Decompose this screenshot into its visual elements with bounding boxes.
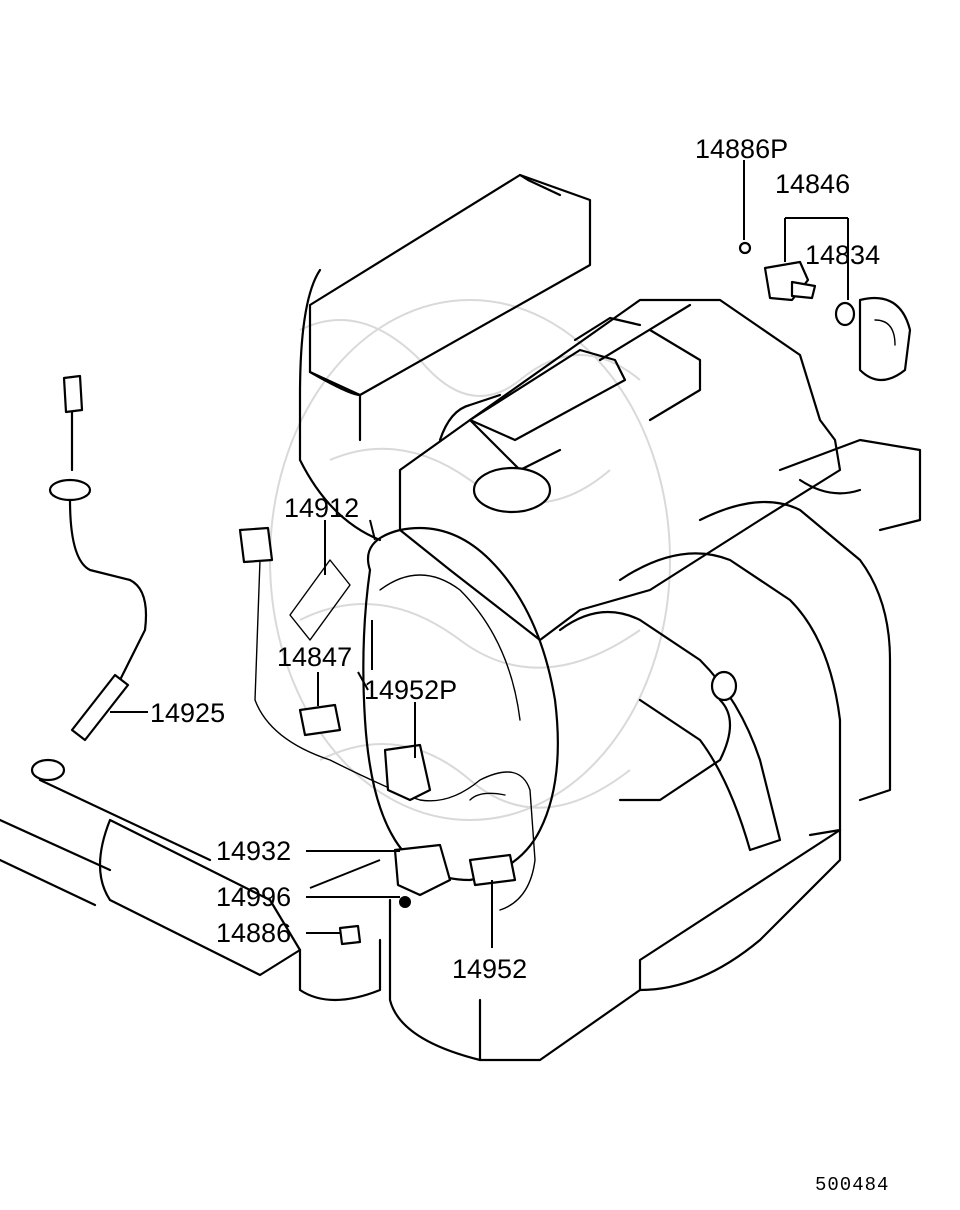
label-14886P: 14886P [695, 134, 788, 164]
label-14952: 14952 [452, 954, 527, 984]
diagram-code: 500484 [815, 1174, 889, 1196]
watermark [269, 299, 671, 821]
label-14846: 14846 [775, 169, 850, 199]
label-14996: 14996 [216, 882, 291, 912]
label-14834: 14834 [805, 240, 880, 270]
label-14847: 14847 [277, 642, 352, 672]
label-14925: 14925 [150, 698, 225, 728]
label-14886: 14886 [216, 918, 291, 948]
leader-lines [110, 160, 849, 948]
oxygen-sensor [48, 374, 148, 742]
engine-block [238, 173, 922, 1062]
part-labels: 14886P 14846 14834 14912 14847 14952P 14… [150, 134, 889, 1196]
label-14932: 14932 [216, 836, 291, 866]
exhaust-pipe [0, 758, 302, 977]
label-14912: 14912 [284, 493, 359, 523]
label-14952P: 14952P [364, 675, 457, 705]
